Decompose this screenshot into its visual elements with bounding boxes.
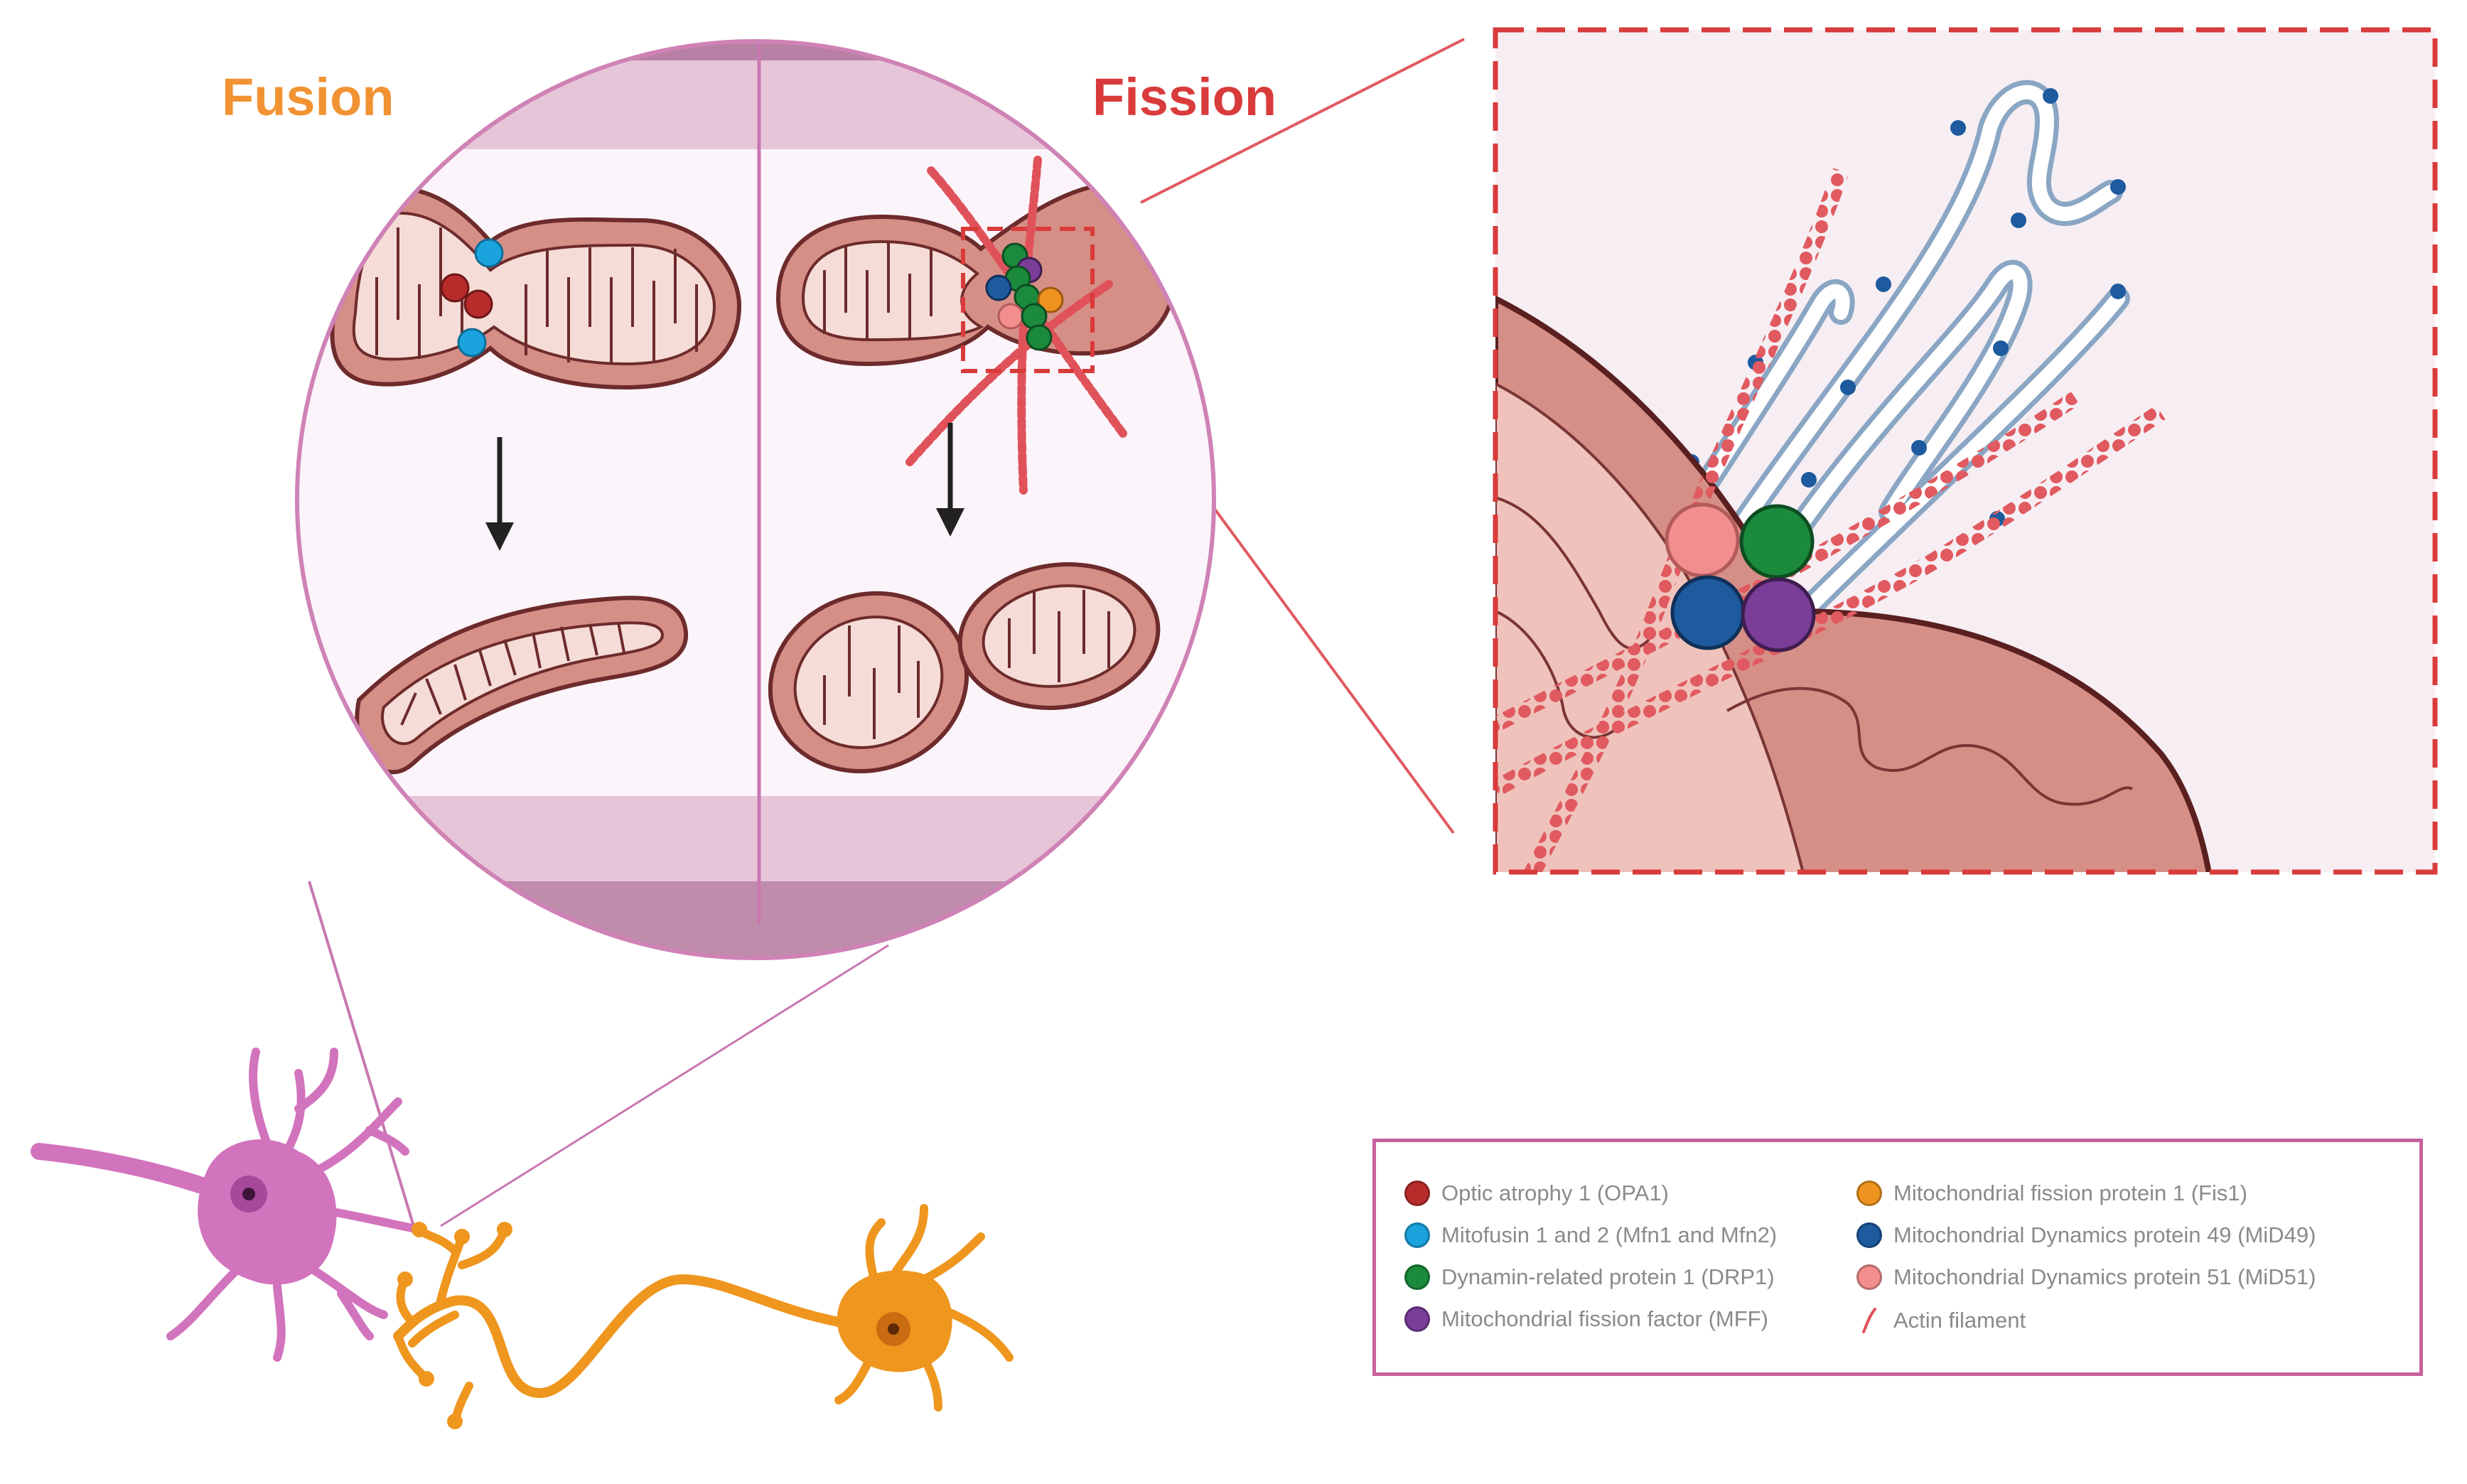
fission-arrow-icon — [936, 423, 964, 537]
mid49-dot-icon — [1856, 1222, 1882, 1248]
legend-item-fis1: Mitochondrial fission protein 1 (Fis1) — [1856, 1181, 2247, 1206]
membrane-bottom-dark — [297, 881, 1214, 958]
legend-item-drp1: Dynamin-related protein 1 (DRP1) — [1404, 1264, 1775, 1290]
legend-item-actin: Actin filament — [1856, 1306, 2026, 1335]
legend-label: Mitofusin 1 and 2 (Mfn1 and Mfn2) — [1441, 1222, 1778, 1247]
actin-filament-icon — [1862, 1308, 1876, 1333]
mfn-dot-icon — [1404, 1222, 1430, 1248]
fusing-mitochondria — [330, 186, 742, 390]
legend-label: Mitochondrial fission factor (MFF) — [1441, 1306, 1768, 1331]
fused-mitochondrion — [355, 596, 689, 775]
legend-label: Dynamin-related protein 1 (DRP1) — [1441, 1264, 1775, 1289]
fusion-arrow-icon — [485, 437, 514, 551]
fusion-title: Fusion — [222, 68, 394, 127]
mid49-sphere — [1670, 575, 1746, 650]
fission-title: Fission — [1092, 68, 1277, 127]
detail-box-border — [1493, 27, 2438, 875]
opa1-protein-right — [463, 289, 493, 319]
legend-item-mid49: Mitochondrial Dynamics protein 49 (MiD49… — [1856, 1222, 2316, 1248]
legend-label: Optic atrophy 1 (OPA1) — [1441, 1181, 1669, 1205]
legend-item-mfn: Mitofusin 1 and 2 (Mfn1 and Mfn2) — [1404, 1222, 1777, 1248]
detail-protein-cluster — [1665, 502, 1816, 652]
neuron-pink-body — [198, 1139, 337, 1285]
legend-label: Mitochondrial Dynamics protein 49 (MiD49… — [1893, 1222, 2316, 1247]
opa1-protein-left — [440, 273, 470, 303]
drp1-sphere — [1739, 504, 1815, 579]
legend-item-mid51: Mitochondrial Dynamics protein 51 (MiD51… — [1856, 1264, 2316, 1290]
legend-item-mff: Mitochondrial fission factor (MFF) — [1404, 1306, 1768, 1332]
membrane-top-dark — [297, 43, 1214, 60]
legend-item-opa1: Optic atrophy 1 (OPA1) — [1404, 1181, 1669, 1206]
daughter-mitochondrion-right — [957, 562, 1161, 710]
fis1-dot-icon — [1856, 1181, 1882, 1206]
neuron-orange-body — [837, 1270, 952, 1372]
legend-label: Actin filament — [1893, 1308, 2026, 1333]
protein-legend: Optic atrophy 1 (OPA1) Mitofusin 1 and 2… — [1372, 1139, 2423, 1376]
synapse-terminals — [397, 1222, 512, 1429]
fission-zoom-box — [961, 227, 1095, 373]
legend-label: Mitochondrial fission protein 1 (Fis1) — [1893, 1181, 2247, 1205]
mff-sphere — [1741, 577, 1816, 652]
mff-dot-icon — [1404, 1306, 1430, 1332]
magnified-circle-border — [295, 39, 1216, 960]
mid51-dot-icon — [1856, 1264, 1882, 1290]
mid51-sphere — [1665, 502, 1740, 578]
fission-protein-cluster — [985, 242, 1064, 351]
fission-detail-box — [1493, 27, 2438, 875]
opa1-dot-icon — [1404, 1181, 1430, 1206]
drp1-dot-icon — [1404, 1264, 1430, 1290]
daughter-mitochondrion-left — [768, 591, 969, 774]
mfn-protein-bottom — [457, 328, 487, 357]
mfn-protein-top — [474, 238, 504, 268]
legend-label: Mitochondrial Dynamics protein 51 (MiD51… — [1893, 1264, 2316, 1289]
magnified-axon-circle — [295, 39, 1216, 960]
actin-filaments-detail — [1495, 168, 2166, 872]
